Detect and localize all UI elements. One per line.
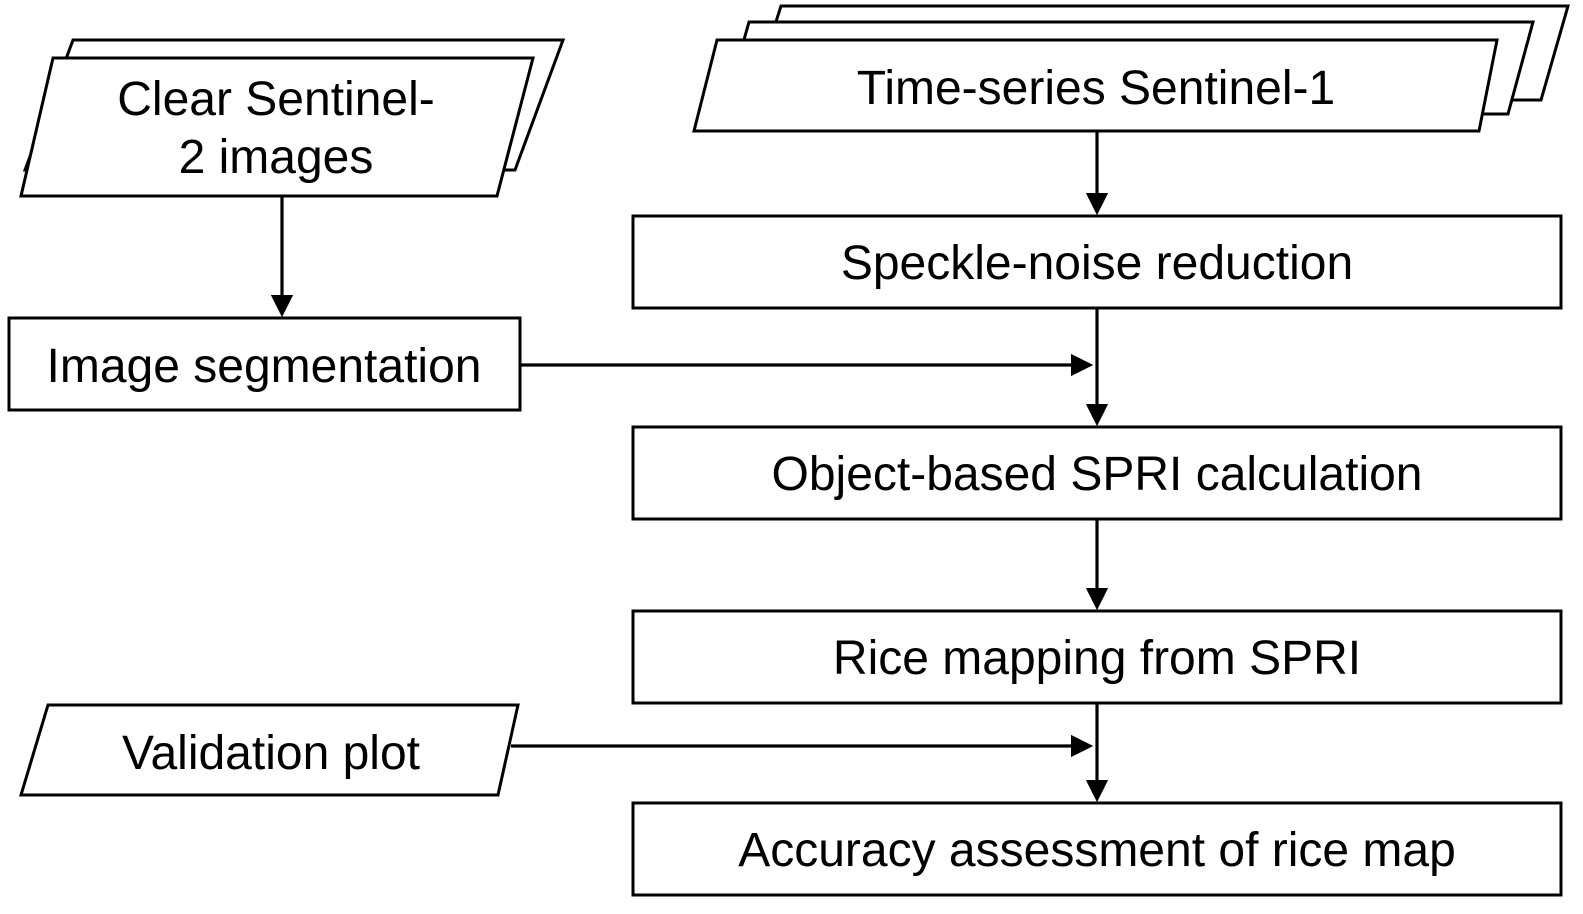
object-based-spri-calculation-box: Object-based SPRI calculation — [631, 425, 1563, 521]
time-series-sentinel1-label: Time-series Sentinel-1 — [857, 62, 1335, 115]
speckle-noise-reduction-label: Speckle-noise reduction — [841, 237, 1353, 290]
time-series-sentinel1-input: Time-series Sentinel-1 — [692, 4, 1570, 133]
rice-mapping-box: Rice mapping from SPRI — [631, 609, 1563, 705]
clear-sentinel2-input: Clear Sentinel- 2 images — [19, 38, 566, 198]
accuracy-assessment-label: Accuracy assessment of rice map — [738, 824, 1456, 877]
clear-sentinel2-label-line2: 2 images — [179, 131, 374, 184]
rice-mapping-label: Rice mapping from SPRI — [833, 632, 1361, 685]
validation-plot-label: Validation plot — [122, 727, 420, 780]
image-segmentation-box: Image segmentation — [7, 316, 522, 412]
clear-sentinel2-label-line1: Clear Sentinel- — [117, 73, 434, 126]
validation-plot-input: Validation plot — [18, 703, 520, 797]
speckle-noise-reduction-box: Speckle-noise reduction — [631, 214, 1563, 310]
accuracy-assessment-box: Accuracy assessment of rice map — [631, 801, 1563, 897]
time-series-sentinel1-sheet-1 — [692, 38, 1499, 133]
clear-sentinel2-front-sheet — [19, 56, 535, 198]
object-based-spri-calculation-label: Object-based SPRI calculation — [772, 448, 1423, 501]
image-segmentation-label: Image segmentation — [47, 340, 482, 393]
